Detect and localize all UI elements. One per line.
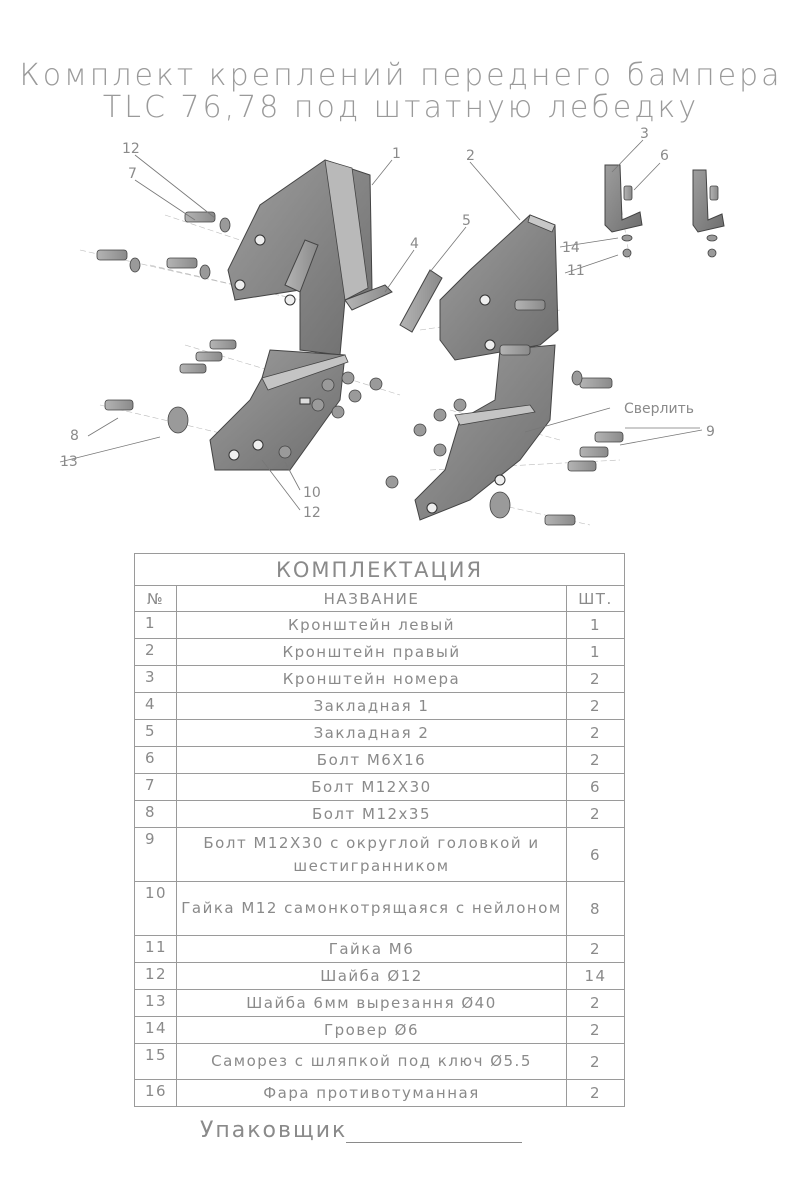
document-title-line1: Комплект креплений переднего бампера <box>19 58 783 93</box>
callout-2: 2 <box>466 148 475 164</box>
cell-qty: 2 <box>565 800 626 828</box>
cell-name: Шайба 6мм вырезання Ø40 <box>176 989 567 1017</box>
cell-qty: 2 <box>565 692 626 720</box>
insert-part-4 <box>344 284 393 311</box>
cell-num: 8 <box>134 800 177 828</box>
callout-13: 13 <box>60 454 78 470</box>
cell-qty: 2 <box>565 719 626 747</box>
cell-qty: 2 <box>565 665 626 693</box>
document-title-line2: TLC 76,78 под штатную лебедку <box>102 90 700 125</box>
callout-6: 6 <box>660 148 669 164</box>
cell-name: Гайка М12 самонкотрящаяся с нейлоном <box>176 881 567 936</box>
cell-name: Закладная 1 <box>176 692 567 720</box>
cell-name: Шайба Ø12 <box>176 962 567 990</box>
callout-4: 4 <box>410 236 419 252</box>
cell-num: 15 <box>134 1043 177 1080</box>
cell-name: Кронштейн правый <box>176 638 567 666</box>
cell-num: 10 <box>134 881 177 936</box>
plate-bracket-part-3 <box>604 164 725 233</box>
cell-num: 5 <box>134 719 177 747</box>
cell-name: Кронштейн номера <box>176 665 567 693</box>
cell-num: 4 <box>134 692 177 720</box>
nuts-washers-group <box>129 217 718 519</box>
cell-qty: 8 <box>565 881 626 936</box>
callout-5: 5 <box>462 213 471 229</box>
cell-num: 11 <box>134 935 177 963</box>
insert-part-5 <box>399 269 443 333</box>
cell-qty: 6 <box>565 827 626 882</box>
cell-num: 16 <box>134 1079 177 1107</box>
right-bracket-part-2 <box>414 214 559 521</box>
cell-name: Гровер Ø6 <box>176 1016 567 1044</box>
cell-qty: 2 <box>565 989 626 1017</box>
packer-signature-line <box>346 1142 522 1143</box>
callout-8: 8 <box>70 428 79 444</box>
cell-num: 1 <box>134 611 177 639</box>
cell-name: Кронштейн левый <box>176 611 567 639</box>
callout-9: 9 <box>706 424 715 440</box>
link-plate <box>284 239 319 293</box>
cell-name: Гайка М6 <box>176 935 567 963</box>
header-qty: ШТ. <box>565 585 626 612</box>
cell-num: 14 <box>134 1016 177 1044</box>
cell-num: 3 <box>134 665 177 693</box>
callout-14: 14 <box>562 240 580 256</box>
callout-1: 1 <box>392 146 401 162</box>
cell-num: 7 <box>134 773 177 801</box>
cell-qty: 14 <box>565 962 626 990</box>
cell-num: 6 <box>134 746 177 774</box>
assembly-drawing: 1 2 3 4 5 6 7 8 9 10 11 12 12 13 14 Свер… <box>59 126 725 526</box>
cell-name: Болт М12Х30 <box>176 773 567 801</box>
packer-label: Упаковщик <box>200 1118 348 1143</box>
cell-name: Болт М12х35 <box>176 800 567 828</box>
cell-qty: 2 <box>565 1079 626 1107</box>
cell-qty: 6 <box>565 773 626 801</box>
callout-7: 7 <box>128 166 137 182</box>
cell-qty: 1 <box>565 638 626 666</box>
cell-name: Закладная 2 <box>176 719 567 747</box>
cell-name: Саморез с шляпкой под ключ Ø5.5 <box>176 1043 567 1080</box>
callout-3: 3 <box>640 126 649 142</box>
cell-qty: 1 <box>565 611 626 639</box>
drill-note: Сверлить <box>624 401 694 417</box>
cell-num: 13 <box>134 989 177 1017</box>
cell-name: Фара противотуманная <box>176 1079 567 1107</box>
cell-name: Болт М12Х30 с округлой головкой и шестиг… <box>176 827 567 882</box>
cell-num: 12 <box>134 962 177 990</box>
header-name: НАЗВАНИЕ <box>176 585 567 612</box>
cell-name: Болт М6Х16 <box>176 746 567 774</box>
table-caption: КОМПЛЕКТАЦИЯ <box>133 553 626 586</box>
cell-num: 2 <box>134 638 177 666</box>
left-bracket-part-1 <box>209 159 373 471</box>
cell-qty: 2 <box>565 1016 626 1044</box>
cell-num: 9 <box>134 827 177 882</box>
cell-qty: 2 <box>565 935 626 963</box>
callout-11: 11 <box>567 263 585 279</box>
cell-qty: 2 <box>565 1043 626 1080</box>
callout-12-bottom: 12 <box>303 505 321 521</box>
header-num: № <box>134 585 177 612</box>
bolts-group <box>96 185 719 526</box>
callout-10: 10 <box>303 485 321 501</box>
cell-qty: 2 <box>565 746 626 774</box>
callout-12-top: 12 <box>122 141 140 157</box>
